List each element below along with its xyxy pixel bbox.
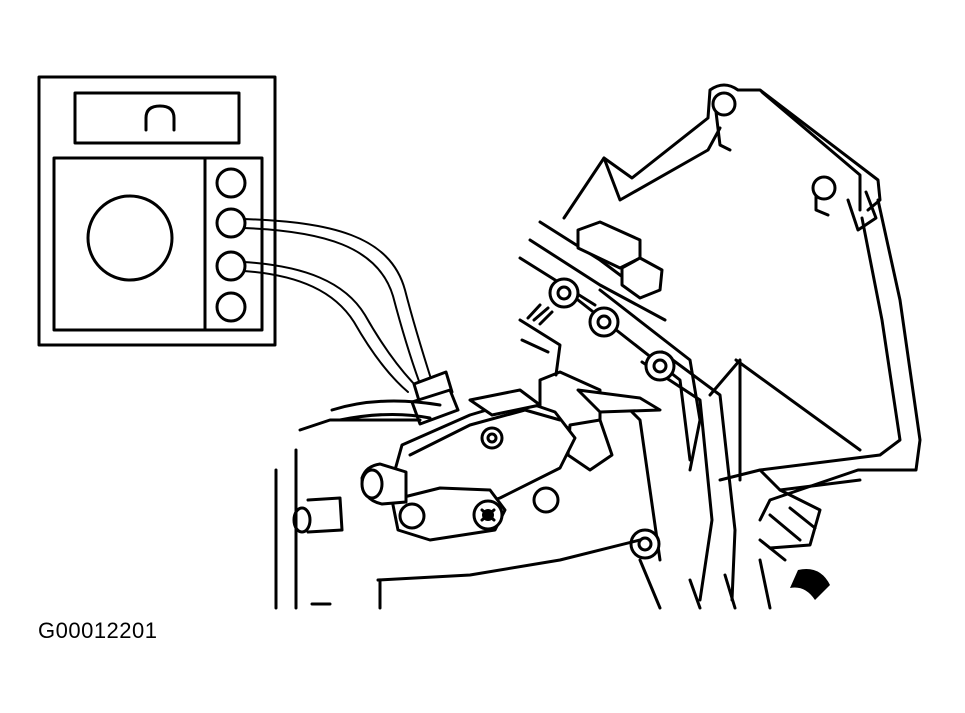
jack-2 [215,207,247,239]
ohmmeter-display [73,91,241,145]
jack-4 [215,291,247,323]
selector-dial-icon [86,194,174,282]
ohmmeter-panel [52,156,264,332]
jack-1 [215,167,247,199]
figure-reference-code: G00012201 [38,618,158,643]
jack-3 [215,250,247,282]
bolt-head [548,277,580,309]
transmission-housing [274,83,922,610]
switch-screw [480,426,504,450]
ohmmeter [37,75,277,347]
test-leads [243,218,460,426]
range-switch [360,388,577,542]
bolt-hole [711,91,737,117]
ohm-symbol-icon [144,104,176,132]
ohmmeter-body [37,75,277,347]
